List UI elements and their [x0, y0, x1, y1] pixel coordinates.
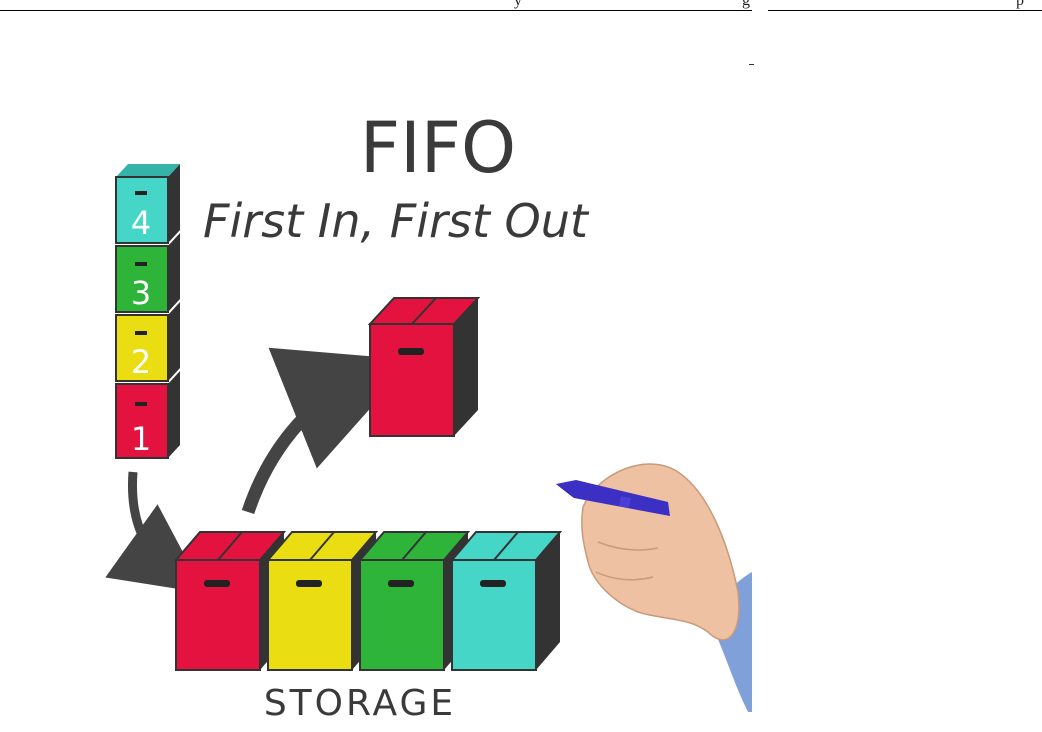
outgoing-box — [370, 298, 478, 436]
storage-box-teal — [452, 532, 560, 670]
header-rule-right — [768, 10, 1042, 11]
header-text-fragment: y — [514, 0, 522, 10]
stray-dash — [749, 64, 754, 65]
fifo-subtitle: First In, First Out — [203, 194, 590, 248]
stack-label-2: 2 — [131, 343, 151, 381]
header-rule-left — [0, 10, 752, 11]
hand-with-marker — [556, 464, 752, 712]
stack-box-1: 1 — [116, 371, 180, 458]
header-text-fragment: g — [742, 0, 750, 10]
stack-box-4: 4 — [116, 164, 180, 243]
fifo-title: FIFO — [360, 107, 516, 189]
arrow-into-storage — [132, 472, 168, 567]
stack-box-3: 3 — [116, 233, 180, 312]
stack-box-2: 2 — [116, 302, 180, 381]
stack-label-3: 3 — [131, 274, 151, 312]
stack-label-1: 1 — [131, 420, 151, 458]
header-line: y g p — [0, 0, 1042, 14]
storage-label: STORAGE — [264, 683, 456, 722]
storage-row — [176, 532, 560, 670]
arrow-out-of-storage — [248, 384, 353, 512]
header-text-fragment: p — [1016, 0, 1024, 10]
stack-label-4: 4 — [131, 204, 151, 242]
fifo-illustration: FIFO First In, First Out 4 3 2 1 — [8, 72, 752, 732]
incoming-stack: 4 3 2 1 — [116, 164, 180, 458]
fifo-svg: FIFO First In, First Out 4 3 2 1 — [8, 72, 752, 722]
